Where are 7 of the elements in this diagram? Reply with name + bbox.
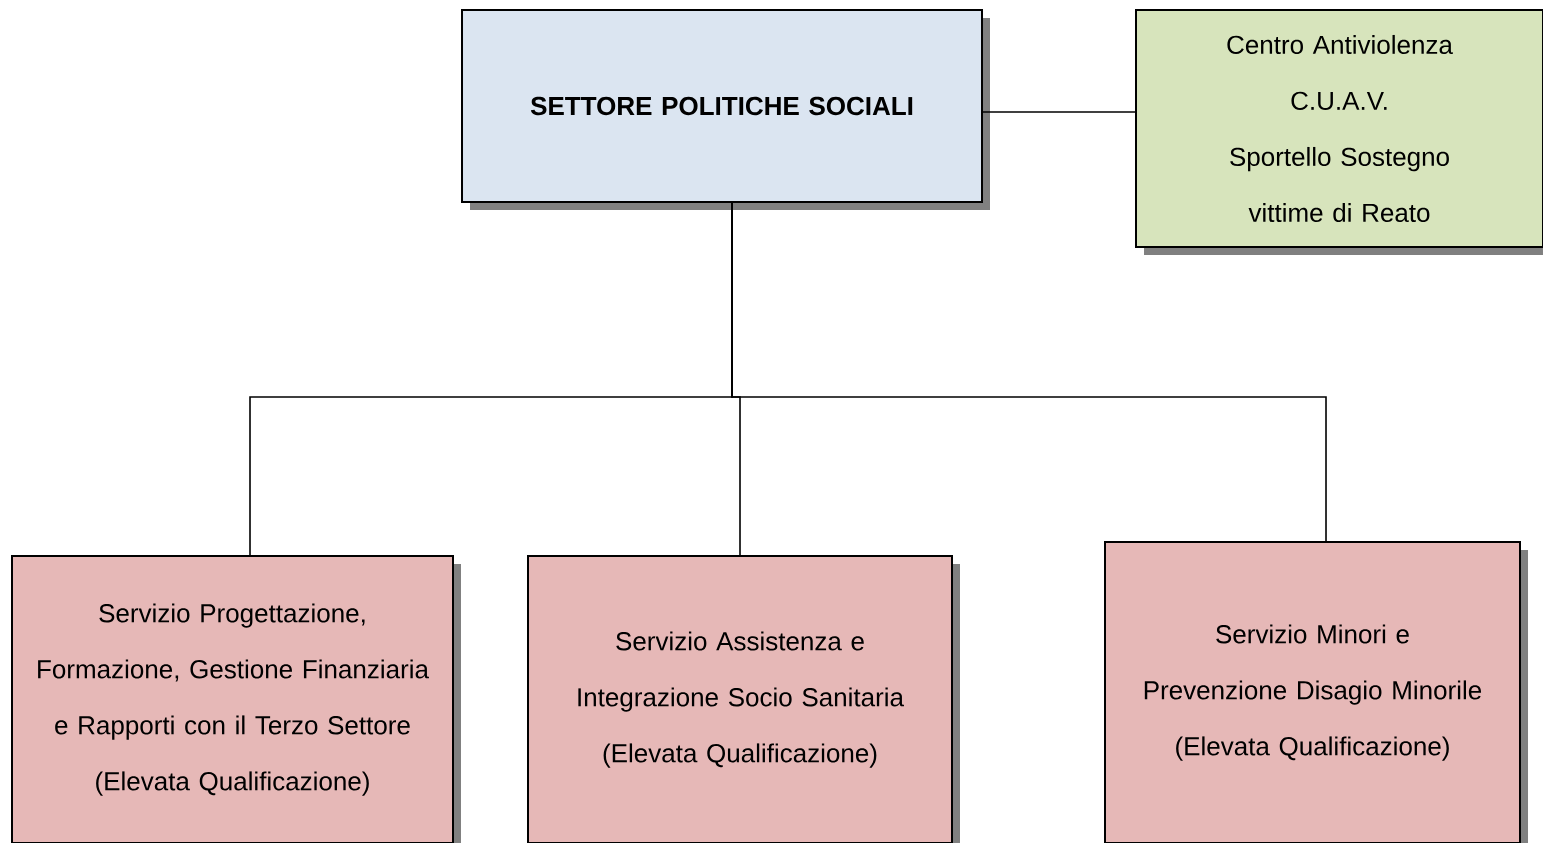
unit-box: Centro Antiviolenza C.U.A.V. Sportello Sostegno vittime di Reato	[1135, 9, 1543, 255]
unit-box: Servizio Assistenza e Integrazione Socio Sanitaria (Elevata Qualificazione)	[527, 555, 960, 843]
connector-line	[982, 111, 1136, 113]
connector-line	[731, 202, 1327, 543]
unit-box: Servizio Progettazione, Formazione, Gestione Finanziaria e Rapporti con il Terzo Settore (Elevata Qualificazione)	[11, 555, 461, 843]
unit-box: Servizio Minori e Prevenzione Disagio Minorile (Elevata Qualificazione)	[1104, 541, 1528, 843]
unit-box: SETTORE POLITICHE SOCIALI	[461, 9, 990, 210]
